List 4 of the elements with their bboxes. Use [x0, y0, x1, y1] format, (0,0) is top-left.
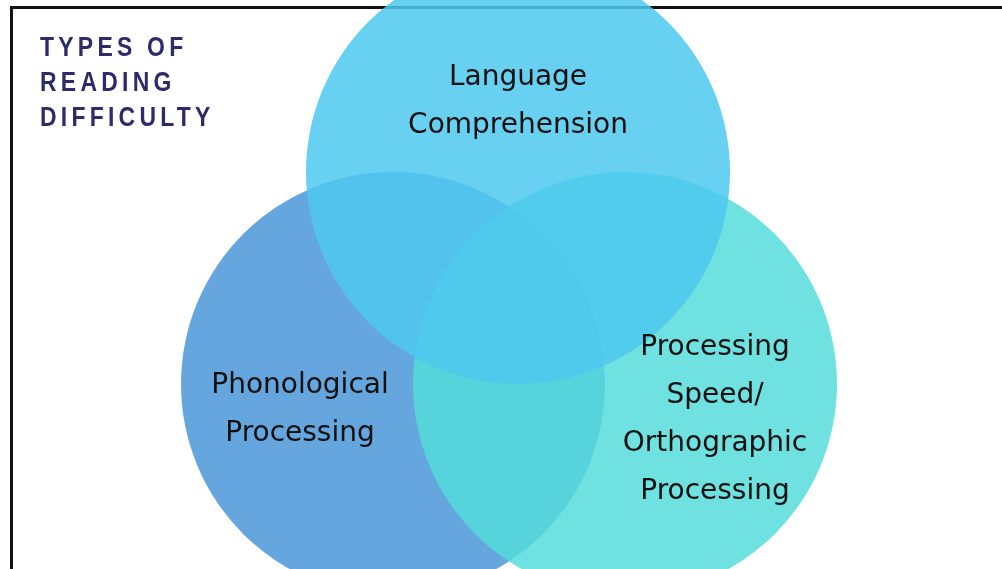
circle-label: Processing Speed/ Orthographic Processing [621, 328, 809, 508]
circle-label: Phonological Processing [210, 366, 390, 450]
circle-label: Language Comprehension [407, 58, 629, 142]
diagram-title: TYPES OF READING DIFFICULTY [40, 31, 210, 134]
